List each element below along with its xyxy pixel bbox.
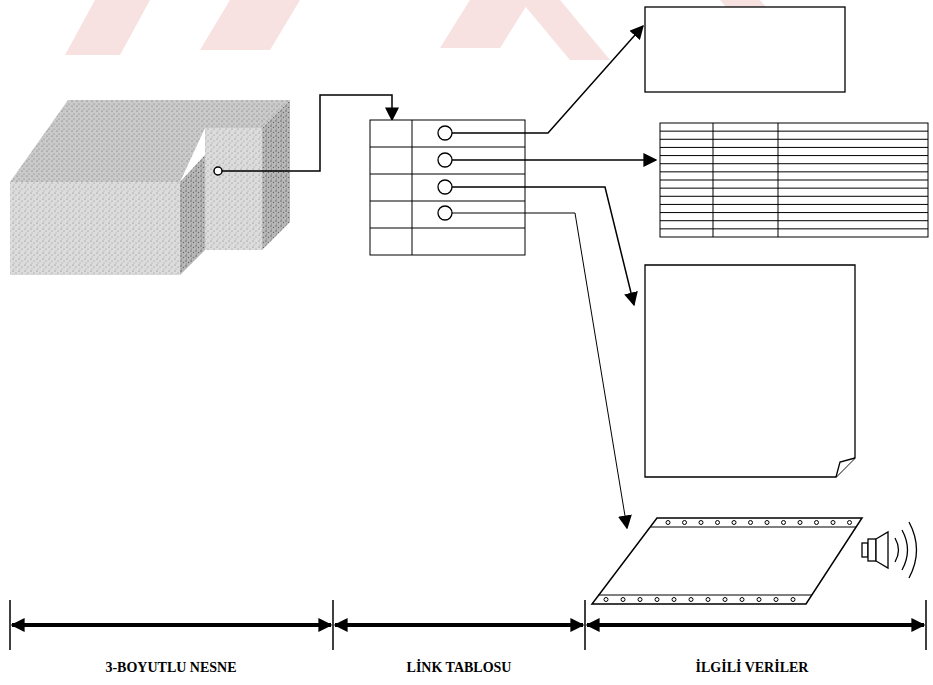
table-row-line xyxy=(660,155,928,156)
table-row-line xyxy=(660,139,928,140)
table-row-line xyxy=(660,196,928,197)
pointer-arrow xyxy=(452,26,656,528)
film-hole xyxy=(716,521,720,525)
film-hole xyxy=(774,598,778,602)
film-strip xyxy=(592,518,862,604)
table-row-line xyxy=(660,180,928,181)
axis-label: LİNK TABLOSU xyxy=(405,660,514,676)
solid-object xyxy=(10,100,290,275)
film-hole xyxy=(683,521,687,525)
film-hole xyxy=(798,521,802,525)
axis-label: İLGİLİ VERİLER xyxy=(694,660,811,676)
film-hole xyxy=(706,598,710,602)
film-hole xyxy=(765,521,769,525)
link-wire xyxy=(222,95,392,171)
film-hole xyxy=(672,598,676,602)
film-hole xyxy=(831,521,835,525)
film-hole xyxy=(749,521,753,525)
film-hole xyxy=(689,598,693,602)
table-row-line xyxy=(660,188,928,189)
film-hole xyxy=(757,598,761,602)
table-row-line xyxy=(660,212,928,213)
speaker-icon xyxy=(862,522,917,578)
table-row-line xyxy=(660,204,928,205)
film-hole xyxy=(740,598,744,602)
film-hole xyxy=(655,598,659,602)
film-hole xyxy=(732,521,736,525)
film-hole xyxy=(791,598,795,602)
document-page xyxy=(645,265,855,477)
film-hole xyxy=(782,521,786,525)
film-hole xyxy=(848,521,852,525)
data-table xyxy=(660,123,928,237)
table-row-line xyxy=(660,220,928,221)
film-hole xyxy=(666,521,670,525)
film-hole xyxy=(723,598,727,602)
span-axis xyxy=(10,600,926,650)
link-point xyxy=(214,167,222,175)
axis-label: 3-BOYUTLU NESNE xyxy=(103,660,238,676)
table-row-line xyxy=(660,147,928,148)
table-row-line xyxy=(660,131,928,132)
film-hole xyxy=(604,598,608,602)
link-pointer xyxy=(438,126,452,220)
table-row-line xyxy=(660,171,928,172)
film-hole xyxy=(638,598,642,602)
table-row-line xyxy=(660,163,928,164)
table-row-line xyxy=(660,228,928,229)
film-hole xyxy=(621,598,625,602)
film-hole xyxy=(815,521,819,525)
record-box xyxy=(645,7,845,92)
film-hole xyxy=(699,521,703,525)
